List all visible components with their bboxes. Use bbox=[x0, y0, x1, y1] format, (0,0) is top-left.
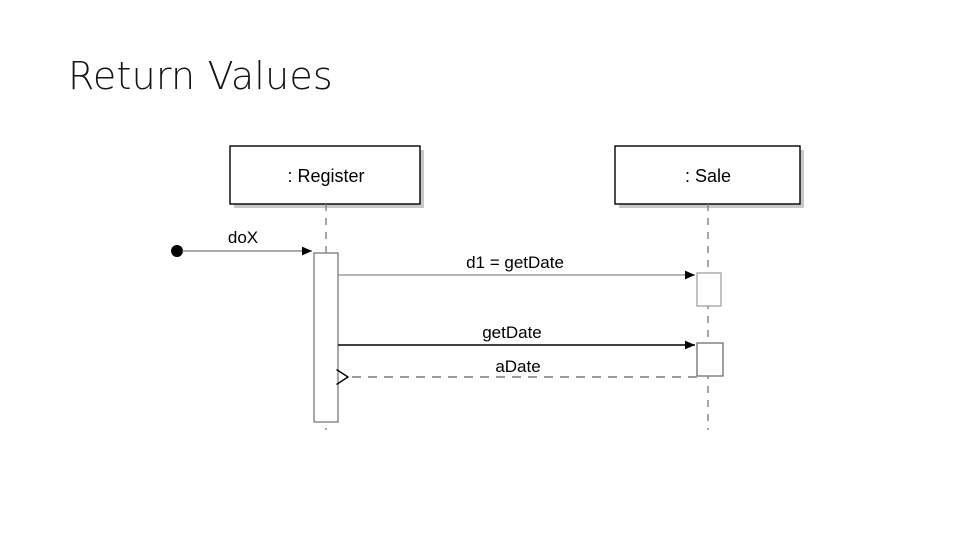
lifeline-sale-box[interactable] bbox=[614, 145, 801, 205]
message-getdate[interactable]: getDate bbox=[338, 323, 695, 350]
lifeline-sale-label: : Sale bbox=[685, 166, 731, 186]
activation-bar-sale-2[interactable] bbox=[696, 342, 724, 377]
found-message-start-dot bbox=[171, 245, 183, 257]
message-dox[interactable]: doX bbox=[182, 228, 312, 256]
lifeline-register-label: : Register bbox=[287, 166, 364, 186]
message-getdate-label: getDate bbox=[482, 323, 542, 342]
activation-bar-register[interactable] bbox=[313, 252, 339, 423]
page-title: Return Values bbox=[68, 54, 333, 98]
lifeline-register-box[interactable] bbox=[229, 145, 421, 205]
activation-bar-sale-1[interactable] bbox=[696, 272, 722, 307]
lifeline-sale: : Sale bbox=[614, 145, 804, 430]
message-adate-return-label: aDate bbox=[495, 357, 540, 376]
message-adate-return[interactable]: aDate bbox=[348, 357, 697, 377]
message-dox-label: doX bbox=[228, 228, 258, 247]
message-d1-getdate[interactable]: d1 = getDate bbox=[338, 253, 695, 280]
lifeline-register: : Register bbox=[229, 145, 424, 430]
message-d1-getdate-label: d1 = getDate bbox=[466, 253, 564, 272]
